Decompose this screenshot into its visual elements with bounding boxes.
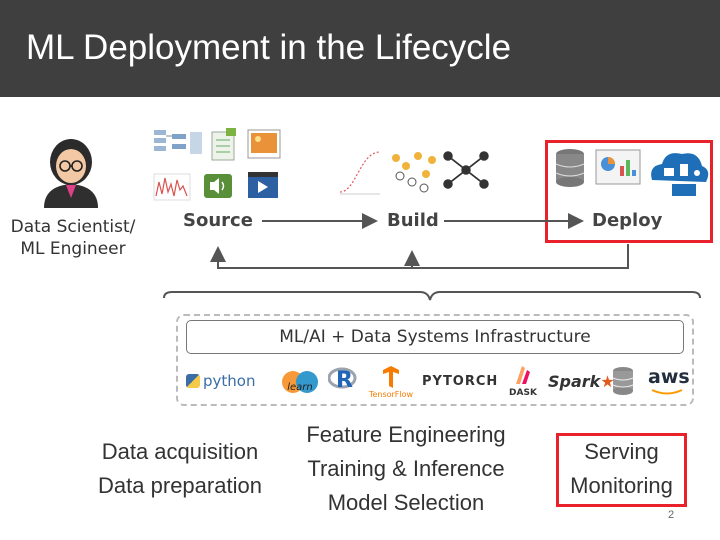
deploy-tasks-highlight-box <box>556 433 687 507</box>
build-icons <box>339 151 489 195</box>
tensorflow-icon <box>383 366 399 388</box>
source-tasks: Data acquisition Data preparation <box>80 435 280 503</box>
dashboard-icon <box>595 149 641 185</box>
r-label: R <box>336 368 353 393</box>
sklearn-icon <box>282 371 318 393</box>
stage-build-label: Build <box>387 210 439 231</box>
build-task-1: Feature Engineering <box>306 422 506 447</box>
role-line-1: Data Scientist/ <box>10 217 136 237</box>
deploy-task-2: Monitoring <box>570 473 673 498</box>
build-tasks: Feature Engineering Training & Inference… <box>290 418 522 520</box>
schema-icon <box>154 130 202 154</box>
stage-deploy-label: Deploy <box>592 210 663 231</box>
data-scientist-icon <box>44 139 98 208</box>
r-logo: R <box>328 366 357 394</box>
sklearn-logo: learn <box>280 368 320 396</box>
aws-logo: aws <box>648 366 690 398</box>
document-icon <box>211 128 236 161</box>
signal-chart-icon <box>153 173 191 201</box>
dask-label: DASK <box>509 388 537 398</box>
audio-icon <box>204 174 232 198</box>
source-task-2: Data preparation <box>98 473 262 498</box>
cloud-devices-icon <box>651 153 709 196</box>
database-logo-icon <box>612 367 634 395</box>
infrastructure-brace <box>163 291 701 301</box>
title-bar: ML Deployment in the Lifecycle <box>0 0 720 97</box>
build-task-3: Model Selection <box>327 490 485 515</box>
stage-source-label: Source <box>183 210 253 231</box>
source-icons <box>153 128 281 201</box>
infrastructure-panel <box>176 314 694 406</box>
deploy-task-1: Serving <box>584 439 659 464</box>
deploy-tasks: Serving Monitoring <box>556 435 687 503</box>
dask-logo: DASK <box>508 364 538 400</box>
photo-icon <box>247 129 281 159</box>
video-icon <box>248 172 278 198</box>
flow-arrows <box>163 213 701 301</box>
page-title: ML Deployment in the Lifecycle <box>26 28 512 67</box>
infrastructure-label: ML/AI + Data Systems Infrastructure <box>279 327 591 347</box>
sigmoid-curve-icon <box>339 151 381 195</box>
spark-star-icon: ★ <box>600 372 615 391</box>
deploy-icons <box>555 149 709 196</box>
role-line-2: ML Engineer <box>20 239 126 259</box>
tensorflow-label: TensorFlow <box>368 390 414 399</box>
build-task-2: Training & Inference <box>307 456 505 481</box>
source-task-1: Data acquisition <box>101 439 259 464</box>
tensorflow-logo: TensorFlow <box>366 364 416 402</box>
spark-logo: Spark★ <box>548 372 615 391</box>
clustering-icon <box>392 152 436 193</box>
python-logo: python <box>186 372 255 390</box>
database-icon <box>555 149 585 187</box>
python-icon <box>186 374 200 388</box>
role-label: Data Scientist/ ML Engineer <box>4 216 142 260</box>
feedback-loop-arrow <box>210 244 629 269</box>
sklearn-label: learn <box>287 382 313 393</box>
aws-smile-icon <box>651 389 683 395</box>
python-label: python <box>203 372 256 390</box>
neural-network-icon <box>443 151 489 189</box>
page-number: 2 <box>668 509 675 521</box>
r-icon <box>328 367 357 389</box>
spark-label: Spark <box>548 372 601 391</box>
deploy-highlight-box <box>545 140 713 243</box>
dask-icon <box>516 366 530 384</box>
infrastructure-banner <box>186 320 684 354</box>
aws-label: aws <box>648 366 690 388</box>
pytorch-logo: PYTORCH <box>422 374 499 389</box>
